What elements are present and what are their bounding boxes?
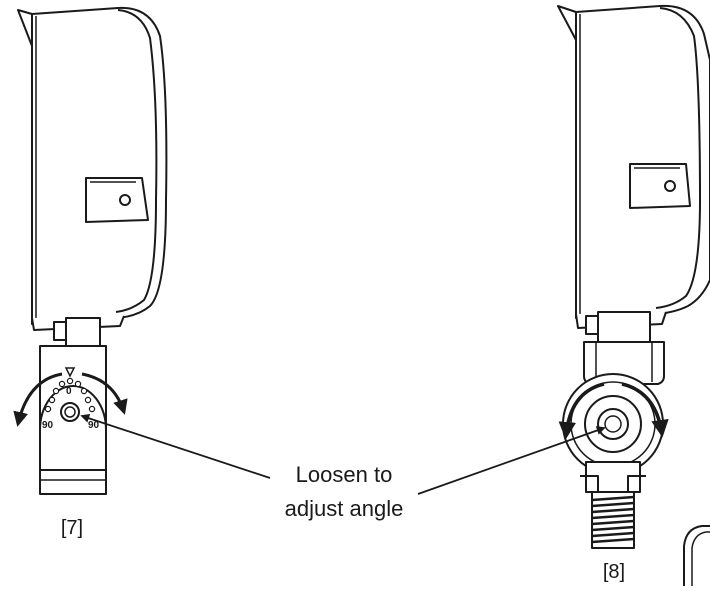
dial-mark-left: 90: [42, 420, 54, 431]
adjacent-part: [683, 525, 710, 586]
mounting-tab-left: [85, 177, 149, 223]
tab-hole-right: [664, 180, 676, 192]
rotate-arrow-right: [81, 372, 128, 415]
callout-line-1: Loosen to: [296, 462, 393, 487]
housing-left: [31, 6, 168, 325]
fixture-figure-8: [557, 4, 710, 586]
dial-ticks-left: [44, 377, 96, 413]
mounting-tab-right: [629, 163, 691, 209]
visor-right: [557, 5, 577, 41]
dial-mark-right: 90: [88, 420, 100, 431]
callout-line-2: adjust angle: [285, 496, 404, 521]
neck-right: [597, 311, 651, 343]
rotate-arrow-ccw: [558, 382, 605, 440]
tab-hole-left: [119, 194, 131, 206]
rotate-arrow-cw: [621, 382, 669, 438]
leader-line-left: [80, 413, 271, 479]
housing-right: [575, 4, 710, 319]
fixture-figure-7: [17, 6, 168, 495]
dial-mark-top: 0: [66, 386, 72, 397]
rotate-arrow-left: [13, 372, 63, 427]
neck-left: [65, 317, 101, 347]
dial-pointer-left: [64, 367, 76, 378]
figure-label-8: [8]: [603, 561, 625, 583]
figure-label-7: [7]: [61, 517, 83, 539]
visor-left: [17, 9, 33, 47]
leader-line-right: [417, 426, 606, 495]
fitting-threads: [591, 495, 635, 544]
